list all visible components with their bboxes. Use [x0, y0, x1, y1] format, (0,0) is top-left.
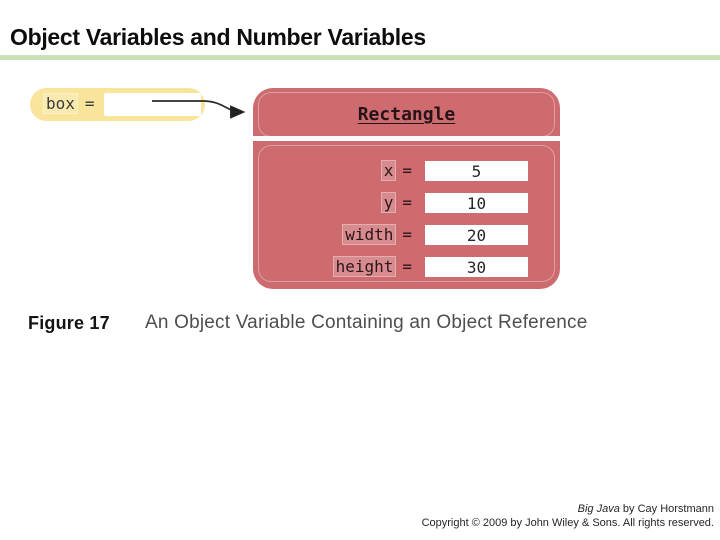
variable-label: box = — [44, 94, 95, 113]
field-row-width: width = 20 — [253, 225, 560, 245]
field-value-box: 10 — [425, 193, 528, 213]
object-header: Rectangle — [258, 92, 555, 137]
field-row-height: height = 30 — [253, 257, 560, 277]
field-label: x= — [381, 161, 412, 181]
page-title: Object Variables and Number Variables — [10, 24, 426, 50]
footer-credit: Big Java by Cay Horstmann — [264, 502, 714, 516]
footer-book-title: Big Java — [577, 503, 620, 515]
field-equals-sign: = — [402, 225, 412, 244]
field-value: 5 — [471, 161, 482, 181]
field-equals-sign: = — [402, 193, 412, 212]
reference-arrow-icon — [152, 100, 246, 119]
field-name: width — [343, 225, 396, 244]
field-label: y= — [381, 193, 412, 213]
field-label: height = — [333, 257, 412, 277]
variable-pill: box = — [30, 88, 205, 121]
figure-caption-label: Figure 17 — [28, 313, 110, 333]
field-row-x: x= 5 — [253, 161, 560, 181]
field-value: 30 — [466, 257, 487, 277]
object-card: Rectangle x= 5 y= 10 width= 20 — [253, 88, 560, 289]
field-label: width = — [343, 225, 412, 245]
header-divider — [253, 136, 560, 141]
title-underline-rule — [0, 55, 720, 60]
footer-copyright: Copyright © 2009 by John Wiley & Sons. A… — [421, 517, 714, 529]
figure-caption-text: An Object Variable Containing an Object … — [145, 312, 588, 333]
field-value: 10 — [466, 193, 487, 213]
variable-equals-sign: = — [84, 94, 95, 113]
variable-name: box — [44, 94, 77, 113]
field-name: height — [333, 257, 396, 276]
object-body-panel — [258, 145, 555, 282]
field-row-y: y= 10 — [253, 193, 560, 213]
field-equals-sign: = — [402, 161, 412, 180]
footer: Big Java by Cay Horstmann Copyright © 20… — [264, 502, 714, 530]
footer-credit-rest: by Cay Horstmann — [619, 503, 714, 515]
field-value: 20 — [466, 225, 487, 245]
field-value-box: 20 — [425, 225, 528, 245]
reference-slot — [104, 93, 201, 116]
field-value-box: 5 — [425, 161, 528, 181]
field-equals-sign: = — [402, 257, 412, 276]
field-value-box: 30 — [425, 257, 528, 277]
object-class-name: Rectangle — [357, 104, 456, 125]
field-name: y — [381, 193, 396, 212]
field-name: x — [381, 161, 396, 180]
